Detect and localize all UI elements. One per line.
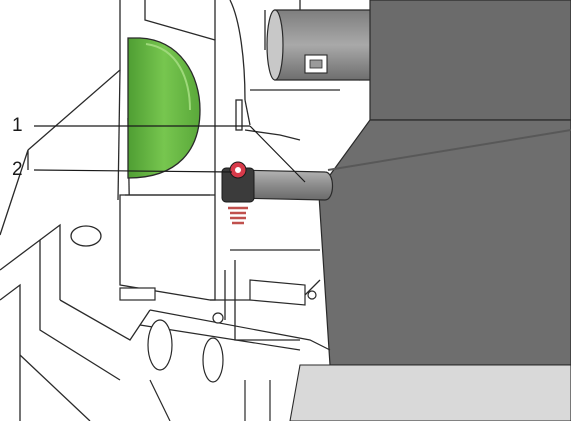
ribbon-shaft xyxy=(234,169,334,201)
shaft-clamp xyxy=(221,161,255,225)
left-housing xyxy=(0,0,151,422)
supply-roll xyxy=(266,9,376,81)
callout-label-2: 2 xyxy=(12,159,23,180)
lower-mechanics xyxy=(119,279,331,422)
leader-lines xyxy=(33,125,306,183)
leader-line-2 xyxy=(33,169,233,173)
lower-strip xyxy=(289,364,571,422)
leader-line-1-diagonal xyxy=(249,125,306,183)
green-lever xyxy=(127,37,201,179)
callout-label-1: 1 xyxy=(12,115,23,136)
transfer-ribbon xyxy=(317,0,571,366)
